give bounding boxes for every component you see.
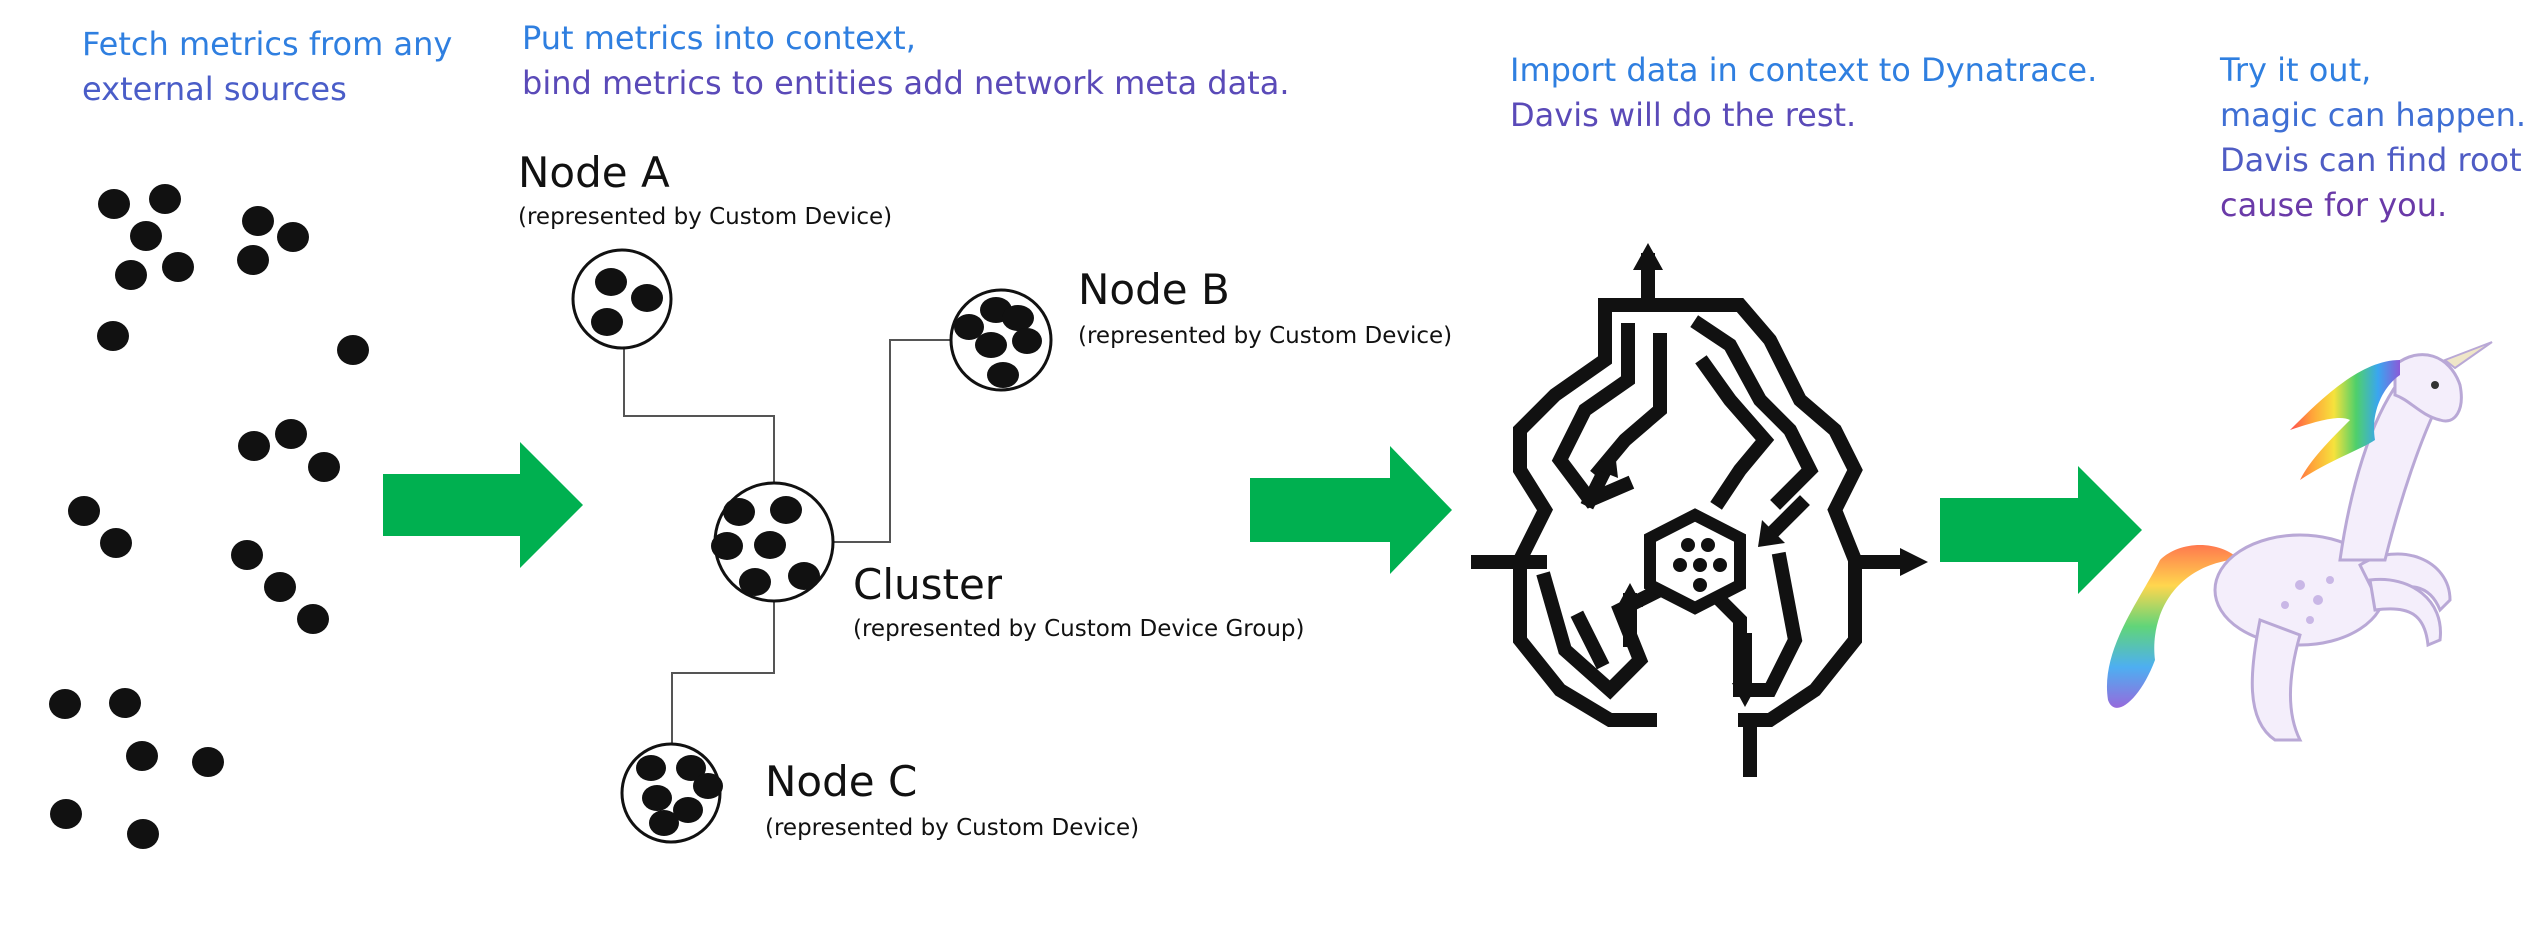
cluster-title: Cluster xyxy=(853,560,1003,609)
node-b-subtitle: (represented by Custom Device) xyxy=(1078,323,1453,349)
caption-line: Fetch metrics from any xyxy=(82,25,453,63)
node-b-title: Node B xyxy=(1078,265,1230,314)
cluster-circle xyxy=(711,481,835,603)
caption-line: cause for you. xyxy=(2220,186,2448,224)
davis-core-hexagon xyxy=(1644,508,1746,615)
step-2-caption: Put metrics into context, bind metrics t… xyxy=(522,16,1290,106)
node-c-subtitle: (represented by Custom Device) xyxy=(765,815,1140,841)
node-b-circle xyxy=(949,288,1053,392)
caption-line: bind metrics to entities add network met… xyxy=(522,64,1290,102)
step-4-caption: Try it out, magic can happen. Davis can … xyxy=(2220,48,2526,228)
step-1-caption: Fetch metrics from any external sources xyxy=(82,22,452,112)
caption-line: magic can happen. xyxy=(2220,96,2527,134)
caption-line: Put metrics into context, xyxy=(522,19,916,57)
caption-line: Davis will do the rest. xyxy=(1510,96,1857,134)
arrow-right-icon xyxy=(1250,446,1452,574)
caption-line: Davis can find root xyxy=(2220,141,2522,179)
scattered-metrics xyxy=(49,184,369,849)
step-3-caption: Import data in context to Dynatrace. Dav… xyxy=(1510,48,2097,138)
arrow-right-icon xyxy=(383,442,583,568)
davis-brain-maze-icon xyxy=(1471,243,1928,777)
cluster-subtitle: (represented by Custom Device Group) xyxy=(853,616,1305,642)
network-connectors xyxy=(623,339,951,744)
node-c-circle xyxy=(620,742,723,844)
arrow-right-icon xyxy=(1940,466,2142,594)
caption-line: Try it out, xyxy=(2220,51,2372,89)
node-a-circle xyxy=(571,248,673,350)
node-a-title: Node A xyxy=(518,148,670,197)
node-c-title: Node C xyxy=(765,757,918,806)
node-a-subtitle: (represented by Custom Device) xyxy=(518,204,893,230)
caption-line: Import data in context to Dynatrace. xyxy=(1510,51,2098,89)
unicorn-icon xyxy=(2106,341,2493,742)
caption-line: external sources xyxy=(82,70,347,108)
